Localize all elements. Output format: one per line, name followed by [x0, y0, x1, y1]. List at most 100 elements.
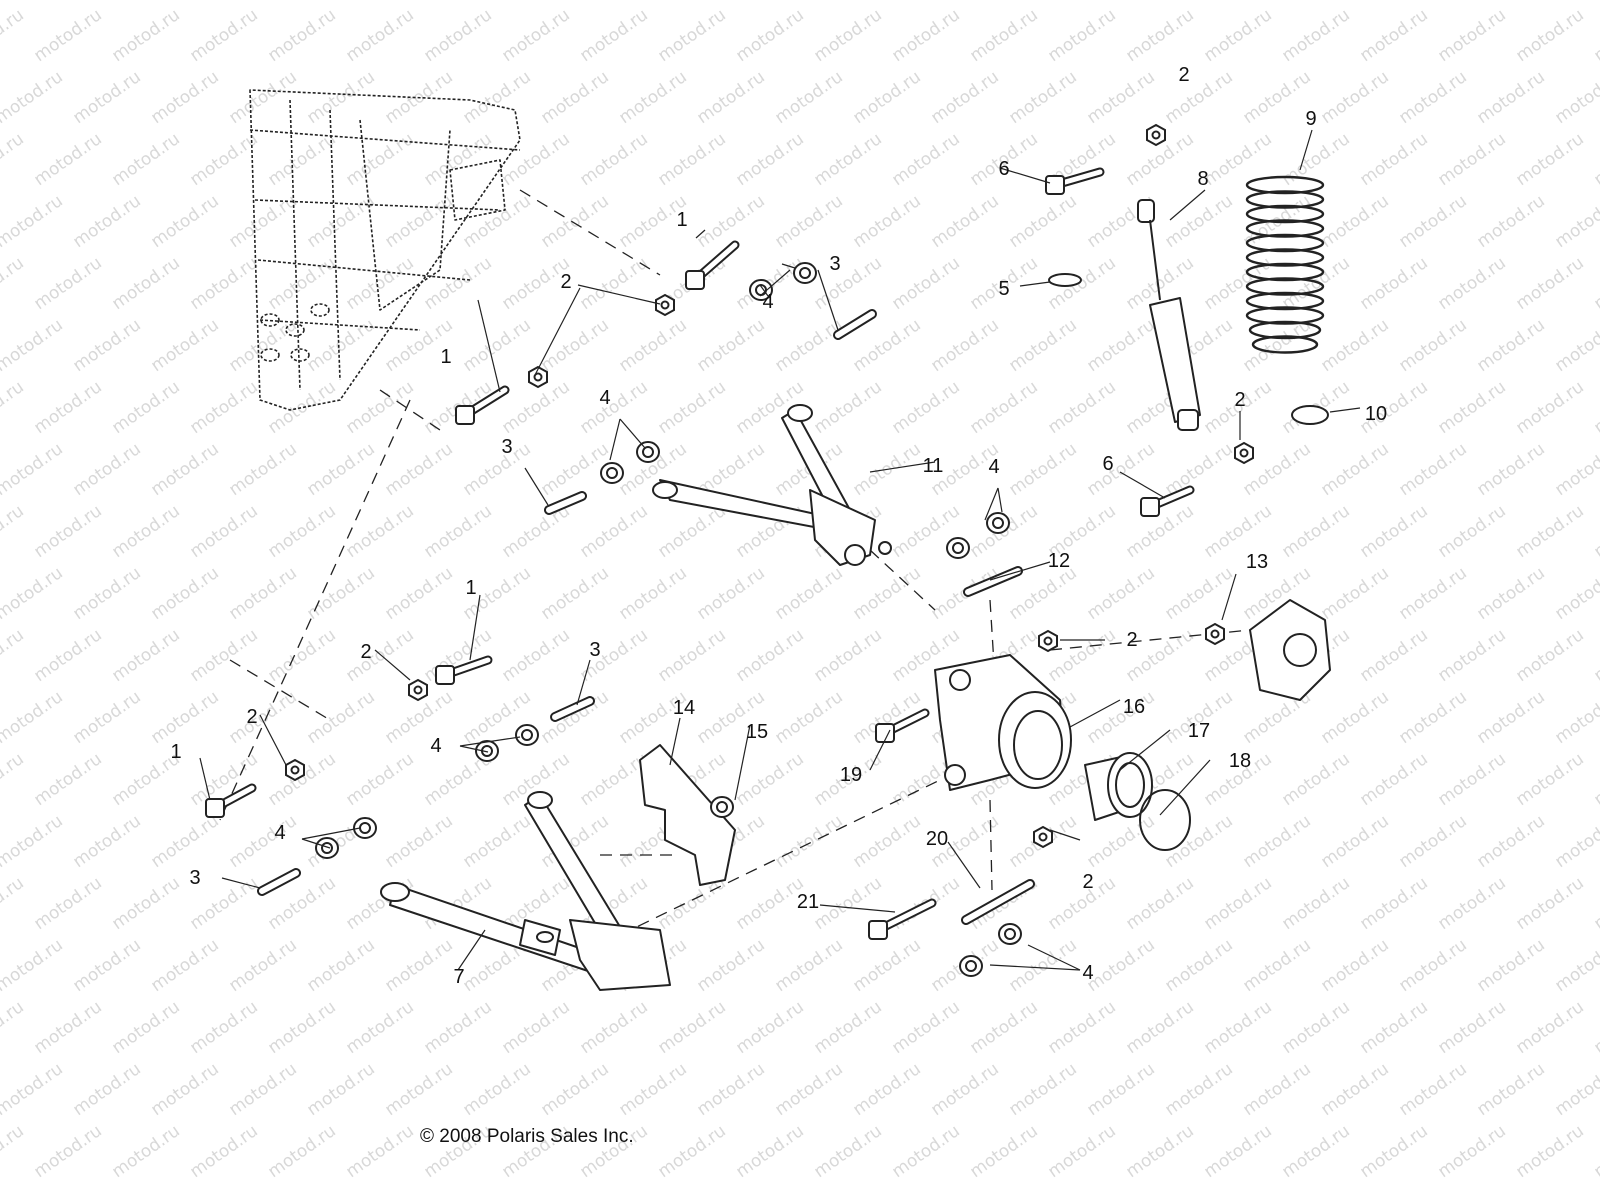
- watermark-text: motod.ru: [0, 625, 28, 686]
- watermark-text: motod.ru: [225, 315, 300, 376]
- watermark-text: motod.ru: [498, 997, 573, 1058]
- spring-coil: [1251, 335, 1319, 354]
- watermark-text: motod.ru: [459, 191, 534, 252]
- callout-9: 9: [1305, 108, 1316, 130]
- watermark-text: motod.ru: [576, 377, 651, 438]
- watermark-text: motod.ru: [225, 67, 300, 128]
- watermark-text: motod.ru: [420, 997, 495, 1058]
- watermark-text: motod.ru: [1434, 5, 1509, 66]
- watermark-text: motod.ru: [225, 935, 300, 996]
- watermark-text: motod.ru: [1434, 1121, 1509, 1182]
- watermark-text: motod.ru: [1122, 5, 1197, 66]
- callout-2: 2: [560, 271, 571, 293]
- watermark-text: motod.ru: [576, 129, 651, 190]
- watermark-text: motod.ru: [849, 1059, 924, 1120]
- spring-coil: [1245, 262, 1325, 282]
- watermark-text: motod.ru: [0, 749, 28, 810]
- bolt: [685, 240, 740, 290]
- spring-coil: [1245, 175, 1325, 195]
- watermark-text: motod.ru: [693, 67, 768, 128]
- watermark-text: motod.ru: [771, 687, 846, 748]
- watermark-text: motod.ru: [966, 997, 1041, 1058]
- watermark-text: motod.ru: [1512, 1121, 1587, 1182]
- watermark-text: motod.ru: [732, 1121, 807, 1182]
- watermark-text: motod.ru: [69, 439, 144, 500]
- watermark-text: motod.ru: [342, 5, 417, 66]
- callout-2: 2: [1082, 871, 1093, 893]
- bolt: [455, 385, 510, 425]
- watermark-text: motod.ru: [849, 191, 924, 252]
- watermark-text: motod.ru: [1200, 997, 1275, 1058]
- watermark-text: motod.ru: [0, 439, 67, 500]
- nut: [1205, 622, 1225, 646]
- watermark-text: motod.ru: [225, 811, 300, 872]
- callout-2: 2: [360, 641, 371, 663]
- watermark-text: motod.ru: [771, 1059, 846, 1120]
- watermark-text: motod.ru: [147, 563, 222, 624]
- watermark-text: motod.ru: [693, 935, 768, 996]
- watermark-text: motod.ru: [459, 67, 534, 128]
- watermark-text: motod.ru: [1317, 0, 1392, 4]
- watermark-text: motod.ru: [1239, 935, 1314, 996]
- watermark-text: motod.ru: [147, 315, 222, 376]
- watermark-text: motod.ru: [1512, 625, 1587, 686]
- watermark-text: motod.ru: [1590, 129, 1600, 190]
- watermark-text: motod.ru: [693, 563, 768, 624]
- watermark-text: motod.ru: [1395, 439, 1470, 500]
- leader-line: [869, 729, 891, 771]
- watermark-text: motod.ru: [381, 811, 456, 872]
- callout-2: 2: [1126, 629, 1137, 651]
- leader-line: [819, 904, 896, 913]
- watermark-text: motod.ru: [147, 935, 222, 996]
- watermark-text: motod.ru: [0, 253, 28, 314]
- watermark-text: motod.ru: [225, 563, 300, 624]
- watermark-text: motod.ru: [1512, 5, 1587, 66]
- watermark-text: motod.ru: [225, 0, 300, 4]
- watermark-text: motod.ru: [1044, 377, 1119, 438]
- watermark-text: motod.ru: [810, 253, 885, 314]
- watermark-text: motod.ru: [1395, 315, 1470, 376]
- watermark-text: motod.ru: [888, 997, 963, 1058]
- watermark-text: motod.ru: [342, 997, 417, 1058]
- watermark-text: motod.ru: [888, 1121, 963, 1182]
- watermark-text: motod.ru: [498, 501, 573, 562]
- upper-a-arm: [652, 404, 892, 566]
- leader-line: [999, 167, 1051, 184]
- watermark-text: motod.ru: [1590, 377, 1600, 438]
- leader-line: [1019, 281, 1051, 287]
- leader-line: [524, 467, 549, 506]
- watermark-text: motod.ru: [30, 1121, 105, 1182]
- steering-knuckle: [934, 654, 1072, 791]
- watermark-text: motod.ru: [1356, 5, 1431, 66]
- watermark-text: motod.ru: [654, 997, 729, 1058]
- watermark-text: motod.ru: [1200, 1121, 1275, 1182]
- nut: [408, 678, 428, 702]
- watermark-text: motod.ru: [147, 0, 222, 4]
- leader-line: [221, 877, 261, 889]
- leader-line: [695, 229, 706, 239]
- nut: [1033, 825, 1053, 849]
- watermark-text: motod.ru: [108, 253, 183, 314]
- watermark-text: motod.ru: [186, 1121, 261, 1182]
- nut: [1038, 629, 1058, 653]
- watermark-text: motod.ru: [966, 377, 1041, 438]
- pin: [833, 309, 877, 340]
- watermark-text: motod.ru: [849, 811, 924, 872]
- watermark-text: motod.ru: [0, 67, 67, 128]
- watermark-text: motod.ru: [888, 253, 963, 314]
- watermark-text: motod.ru: [849, 67, 924, 128]
- bolt: [1140, 485, 1195, 517]
- watermark-text: motod.ru: [0, 687, 67, 748]
- watermark-text: motod.ru: [30, 749, 105, 810]
- watermark-text: motod.ru: [1161, 439, 1236, 500]
- watermark-text: motod.ru: [1083, 687, 1158, 748]
- watermark-text: motod.ru: [1434, 873, 1509, 934]
- watermark-text: motod.ru: [1239, 811, 1314, 872]
- watermark-text: motod.ru: [1005, 439, 1080, 500]
- watermark-text: motod.ru: [108, 625, 183, 686]
- watermark-text: motod.ru: [1317, 1059, 1392, 1120]
- watermark-text: motod.ru: [654, 5, 729, 66]
- watermark-text: motod.ru: [1473, 687, 1548, 748]
- watermark-text: motod.ru: [108, 129, 183, 190]
- watermark-text: motod.ru: [186, 997, 261, 1058]
